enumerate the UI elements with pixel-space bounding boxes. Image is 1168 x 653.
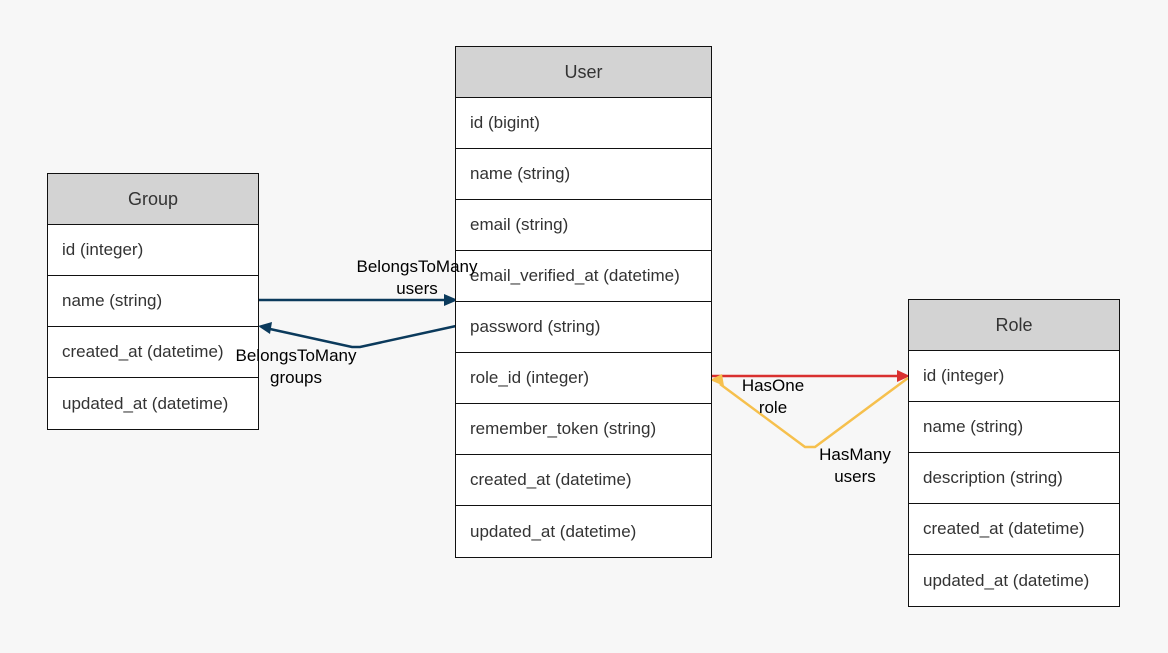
arrowhead-role-to-user bbox=[710, 374, 724, 386]
edge-label-group-to-user-name: users bbox=[396, 279, 438, 298]
edge-label-role-to-user-name: users bbox=[834, 467, 876, 486]
entity-role[interactable]: Role id (integer) name (string) descript… bbox=[908, 299, 1120, 607]
group-field-updated-at: updated_at (datetime) bbox=[62, 393, 229, 413]
entity-user[interactable]: User id (bigint) name (string) email (st… bbox=[455, 46, 712, 558]
role-field-description: description (string) bbox=[909, 453, 1119, 504]
edge-label-user-to-role-type: HasOne bbox=[741, 376, 805, 395]
edge-label-role-to-user: HasMany users bbox=[810, 444, 900, 488]
user-field-remember-token: remember_token (string) bbox=[456, 404, 711, 455]
edge-label-user-to-role: HasOne role bbox=[733, 375, 813, 419]
user-field-password: password (string) bbox=[456, 302, 711, 353]
edge-label-group-to-user: BelongsToMany users bbox=[350, 256, 484, 300]
edge-label-group-to-user-type: BelongsToMany bbox=[356, 257, 478, 276]
arrowhead-user-to-group bbox=[258, 322, 272, 334]
entity-role-title: Role bbox=[909, 300, 1119, 351]
entity-group-title: Group bbox=[48, 174, 258, 225]
role-field-updated-at: updated_at (datetime) bbox=[923, 570, 1090, 590]
user-field-email-verified-at: email_verified_at (datetime) bbox=[456, 251, 711, 302]
user-field-role-id: role_id (integer) bbox=[456, 353, 711, 404]
group-field-created-at: created_at (datetime) bbox=[48, 327, 258, 378]
group-field-name: name (string) bbox=[48, 276, 258, 327]
edge-label-user-to-role-name: role bbox=[758, 398, 788, 417]
group-field-id: id (integer) bbox=[48, 225, 258, 276]
user-field-email: email (string) bbox=[456, 200, 711, 251]
entity-group[interactable]: Group id (integer) name (string) created… bbox=[47, 173, 259, 430]
user-field-updated-at: updated_at (datetime) bbox=[470, 521, 637, 541]
edge-label-role-to-user-type: HasMany bbox=[819, 445, 891, 464]
user-field-created-at: created_at (datetime) bbox=[456, 455, 711, 506]
role-field-created-at: created_at (datetime) bbox=[909, 504, 1119, 555]
edge-user-to-group bbox=[269, 324, 457, 349]
edge-label-user-to-group-name: groups bbox=[270, 368, 322, 387]
arrowhead-user-to-role bbox=[897, 370, 910, 382]
edge-label-user-to-group-type: BelongsToMany bbox=[235, 346, 357, 365]
user-field-name: name (string) bbox=[456, 149, 711, 200]
edge-label-user-to-group: BelongsToMany groups bbox=[229, 345, 363, 389]
role-field-id: id (integer) bbox=[909, 351, 1119, 402]
edge-role-to-user bbox=[719, 376, 909, 449]
arrowhead-group-to-user bbox=[444, 294, 458, 306]
entity-user-title: User bbox=[456, 47, 711, 98]
role-field-name: name (string) bbox=[909, 402, 1119, 453]
user-field-id: id (bigint) bbox=[456, 98, 711, 149]
